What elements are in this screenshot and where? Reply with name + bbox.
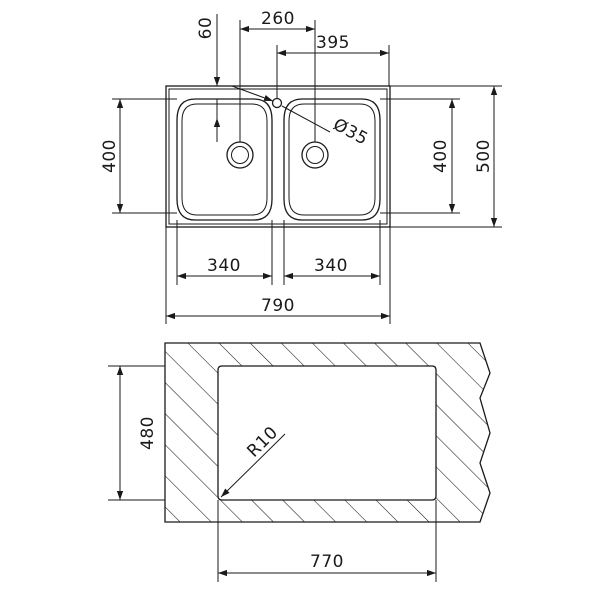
dim-overall-width: 790 [165, 227, 391, 324]
cutout-opening [217, 365, 437, 501]
dim-drain-spacing: 260 [239, 9, 316, 142]
dim-tap-to-drain: 395 [276, 33, 390, 99]
dim-diameter-label: Ø35 [330, 115, 372, 150]
dim-cutout-depth: 480 [108, 365, 165, 501]
dim-400-left-label: 400 [100, 139, 120, 173]
sink-outer-rim [165, 85, 391, 228]
dim-right-bowl-depth: 400 [380, 98, 460, 214]
tap-hole [271, 97, 283, 109]
dim-left-bowl-depth: 400 [100, 98, 177, 214]
countertop-outline [164, 342, 491, 523]
right-bowl-inner [288, 103, 376, 216]
dim-bowl-widths: 340 340 [176, 220, 381, 285]
right-bowl [283, 98, 381, 221]
dim-480-label: 480 [138, 416, 158, 450]
cutout-view: R10 480 770 [108, 342, 491, 582]
dim-overall-depth: 500 [390, 85, 502, 228]
dim-770-label: 770 [310, 552, 344, 572]
left-drain [226, 141, 254, 169]
dim-500-label: 500 [474, 139, 494, 173]
left-bowl-inner [181, 103, 268, 216]
dim-790-label: 790 [261, 296, 295, 316]
sink-top-view: 260 395 60 Ø35 400 [100, 9, 502, 324]
dim-260-label: 260 [261, 9, 295, 29]
dim-340-right-label: 340 [314, 256, 348, 276]
dim-drain-offset: 60 [196, 14, 221, 142]
dim-cutout-width: 770 [217, 500, 437, 582]
right-drain [301, 141, 329, 169]
dim-340-left-label: 340 [207, 256, 241, 276]
dim-395-label: 395 [316, 33, 350, 53]
dim-tap-diameter: Ø35 [231, 85, 372, 150]
left-bowl [176, 98, 273, 221]
dim-60-label: 60 [196, 17, 216, 40]
dim-400-right-label: 400 [431, 139, 451, 173]
sink-inner-rim [168, 88, 388, 225]
